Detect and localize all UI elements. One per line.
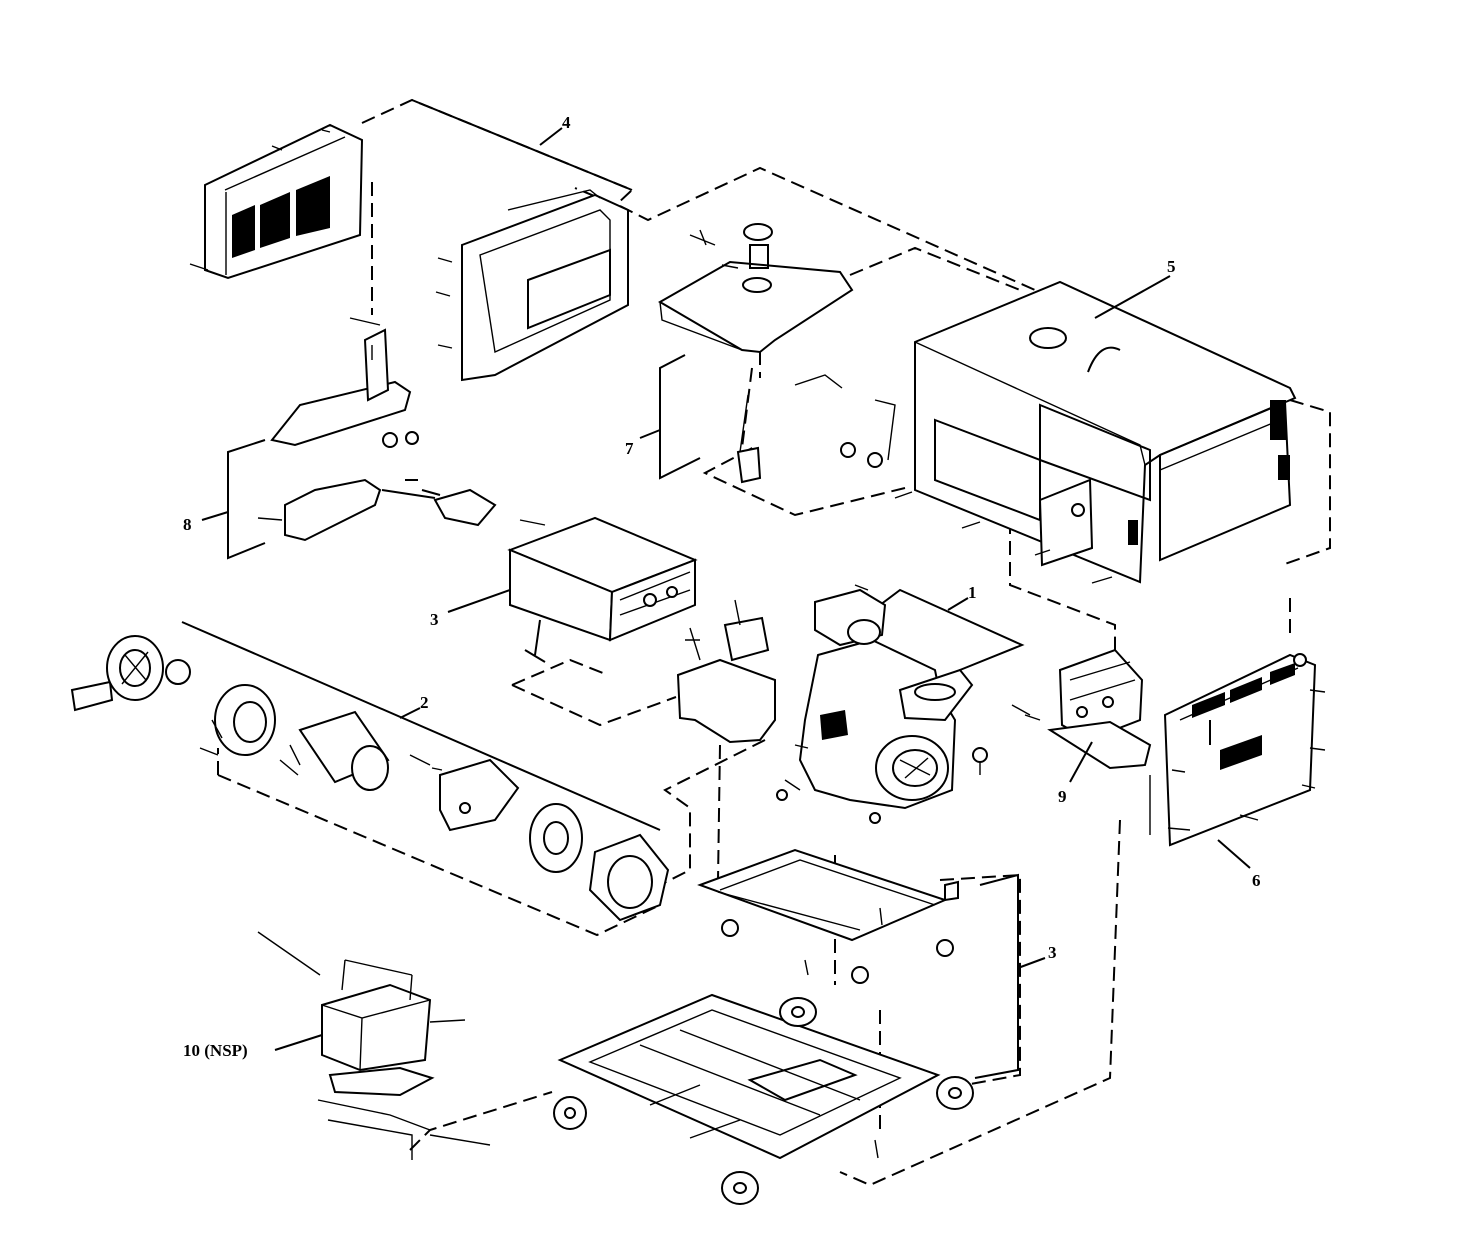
part-control-panel bbox=[1011, 648, 1152, 770]
bracket-group-1 bbox=[879, 588, 1025, 673]
part-engine-mount bbox=[697, 848, 959, 984]
callout-7: 7 bbox=[625, 439, 634, 458]
part-main-cover bbox=[894, 280, 1297, 584]
leader-9 bbox=[1069, 741, 1093, 783]
outline-group-1 bbox=[659, 739, 766, 886]
part-front-panel-right bbox=[435, 189, 629, 382]
leader-8 bbox=[201, 511, 229, 521]
callout-3-upper: 3 bbox=[430, 610, 439, 629]
outline-group-6 bbox=[839, 598, 1291, 1187]
part-control-box bbox=[507, 516, 698, 663]
callout-labels: 4 5 7 8 3 1 2 9 6 3 10 (NSP) bbox=[183, 113, 1261, 1060]
leader-4 bbox=[539, 127, 563, 146]
leader-2 bbox=[399, 707, 421, 719]
part-upper-bracket bbox=[676, 599, 776, 744]
outline-group-5 bbox=[849, 246, 1331, 566]
callout-leaders bbox=[201, 127, 1251, 1051]
part-front-panel-left bbox=[189, 123, 364, 280]
leader-6 bbox=[1217, 839, 1251, 869]
callout-4: 4 bbox=[562, 113, 571, 132]
group-brackets bbox=[181, 99, 1025, 1079]
callout-9: 9 bbox=[1058, 787, 1067, 806]
callout-5: 5 bbox=[1167, 257, 1176, 276]
part-frame bbox=[553, 993, 974, 1205]
callout-1: 1 bbox=[968, 583, 977, 602]
leader-10 bbox=[274, 1034, 323, 1051]
outline-group-3-upper-b bbox=[511, 684, 677, 727]
outline-group-5-lower bbox=[702, 444, 906, 517]
leader-3b bbox=[1017, 957, 1046, 969]
callout-2: 2 bbox=[420, 693, 429, 712]
leader-1 bbox=[947, 597, 969, 611]
bracket-group-8 bbox=[227, 439, 266, 560]
bracket-group-2 bbox=[181, 621, 661, 831]
outline-group-2 bbox=[217, 748, 661, 937]
outline-group-3-lower bbox=[939, 873, 1021, 1086]
part-engine bbox=[776, 584, 988, 824]
leader-3a bbox=[447, 589, 511, 613]
bracket-group-3-lower bbox=[974, 873, 1019, 1079]
callout-3-lower: 3 bbox=[1048, 943, 1057, 962]
outline-group-9 bbox=[1009, 520, 1116, 665]
leader-5 bbox=[1094, 275, 1171, 319]
bracket-group-4 bbox=[411, 99, 633, 191]
part-muffler-assembly bbox=[257, 317, 546, 542]
outline-group-4-link bbox=[619, 166, 1036, 291]
part-alternator bbox=[70, 635, 670, 922]
callout-10: 10 (NSP) bbox=[183, 1041, 248, 1060]
outline-group-4 bbox=[361, 98, 634, 207]
bracket-group-7 bbox=[659, 354, 701, 480]
part-fuel-tank bbox=[658, 223, 896, 484]
part-battery bbox=[257, 931, 491, 1160]
callout-6: 6 bbox=[1252, 871, 1261, 890]
leader-7 bbox=[639, 429, 661, 439]
outline-group-1b bbox=[717, 744, 721, 881]
part-side-panel bbox=[1149, 653, 1326, 847]
group-outlines bbox=[217, 98, 1331, 1187]
outline-group-10 bbox=[409, 1091, 553, 1151]
outline-group-3-upper bbox=[511, 658, 609, 686]
callout-8: 8 bbox=[183, 515, 192, 534]
